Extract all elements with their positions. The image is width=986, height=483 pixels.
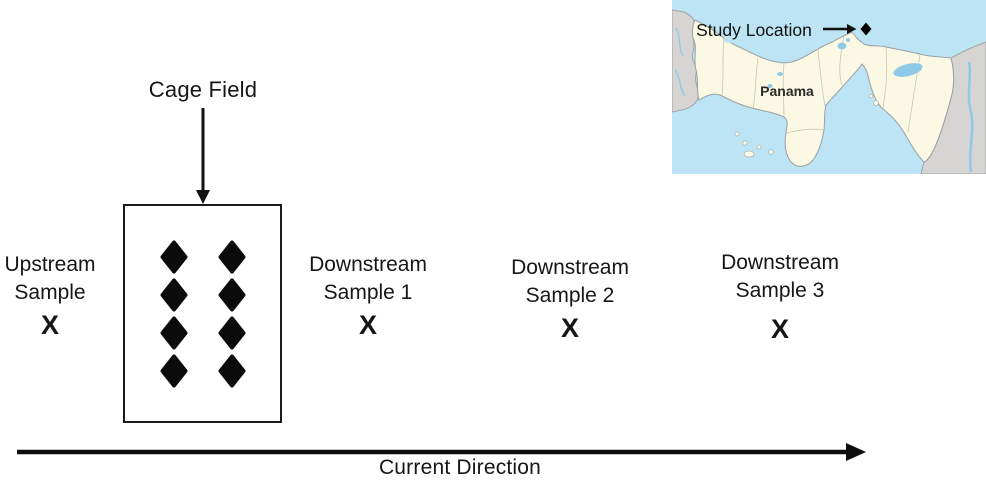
study-location-label: Study Location: [696, 20, 812, 40]
sample-label-line2: Sample: [14, 281, 86, 304]
cage-diamond-icon: [160, 354, 188, 388]
current-direction-label: Current Direction: [378, 456, 542, 479]
sample-x-marker: X: [358, 310, 377, 340]
map-islands: [734, 93, 879, 158]
map-province-borders: [721, 35, 921, 134]
cage-field-arrow: [196, 108, 210, 204]
map-country-label: Panama: [760, 83, 814, 99]
cage-field-box: [123, 204, 282, 423]
study-location-marker-icon: [860, 22, 872, 36]
sample-site-upstream: Upstream Sample X: [0, 251, 130, 340]
sample-site-downstream-3: Downstream Sample 3 X: [700, 249, 860, 344]
cage-diamond-icon: [160, 278, 188, 312]
sample-label-line2: Sample 1: [323, 281, 413, 304]
current-direction-arrow: [17, 443, 866, 461]
sample-label-line1: Downstream: [721, 251, 839, 274]
sample-label-line1: Upstream: [4, 253, 96, 276]
cage-diamond-icon: [160, 240, 188, 274]
cage-diamond-icon: [160, 316, 188, 350]
study-location-pointer: [823, 24, 857, 34]
study-location-map: Study Location Panama: [672, 0, 986, 174]
sample-label-line1: Downstream: [511, 256, 629, 279]
sample-x-marker: X: [40, 310, 59, 340]
sample-x-marker: X: [770, 314, 789, 344]
cage-diamond-icon: [218, 278, 246, 312]
cage-field-label: Cage Field: [148, 77, 258, 102]
map-streams: [674, 27, 686, 97]
sample-x-marker: X: [560, 313, 579, 343]
sample-site-downstream-2: Downstream Sample 2 X: [490, 254, 650, 343]
map-river: [967, 61, 974, 173]
cage-diamonds: [160, 240, 246, 388]
cage-diamond-icon: [218, 354, 246, 388]
sample-label-line2: Sample 2: [525, 284, 615, 307]
cage-diamond-icon: [218, 316, 246, 350]
cage-diamond-icon: [218, 240, 246, 274]
map-water-features: [724, 37, 923, 88]
sample-site-downstream-1: Downstream Sample 1 X: [288, 251, 448, 340]
sample-label-line2: Sample 3: [735, 279, 825, 302]
sample-label-line1: Downstream: [309, 253, 427, 276]
